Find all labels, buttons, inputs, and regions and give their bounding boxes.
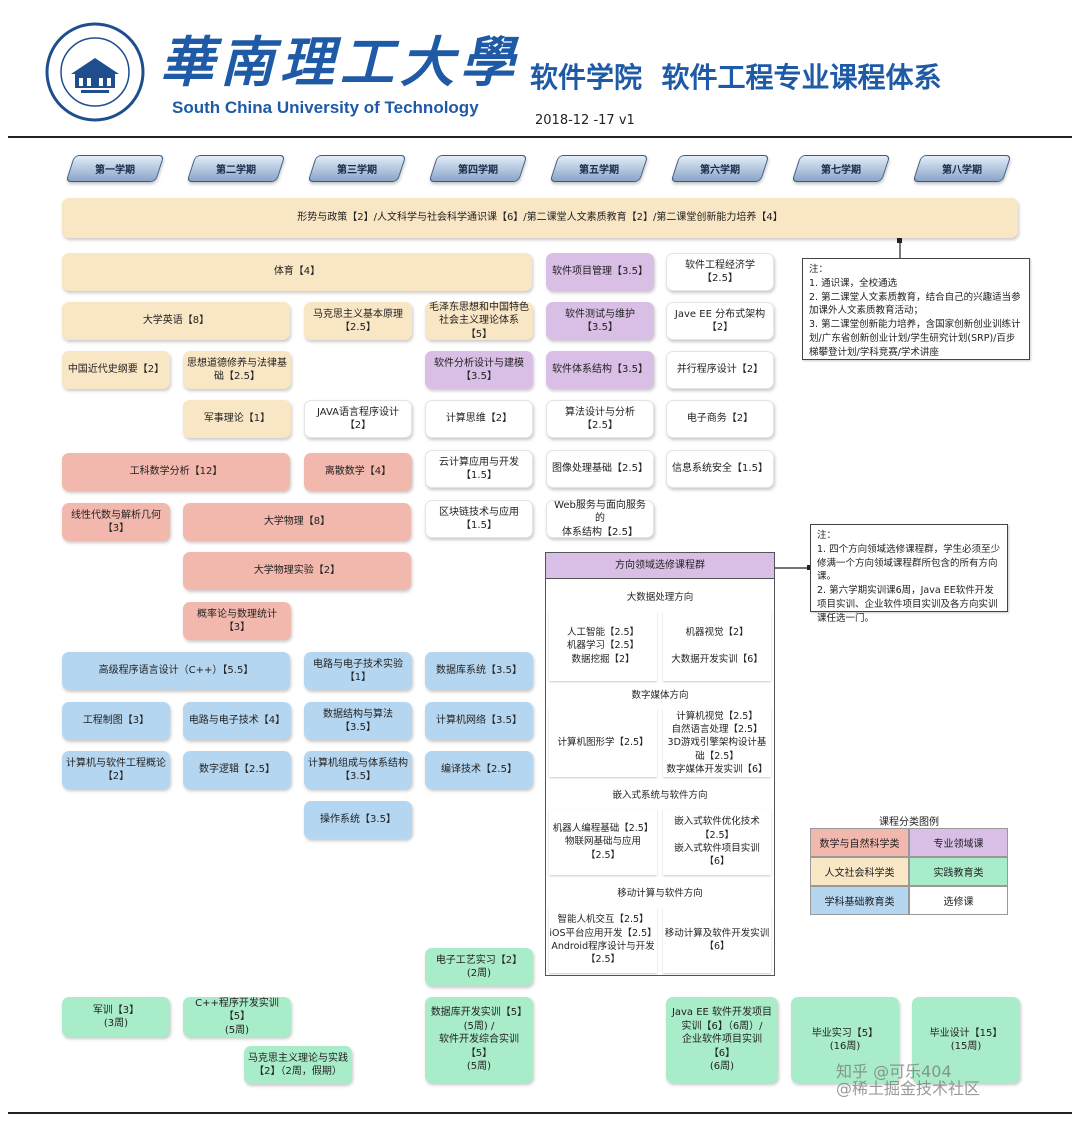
- course-general-education: 形势与政策【2】/人文科学与社会科学通识课【6】/第二课堂人文素质教育【2】/第…: [62, 198, 1018, 238]
- course-database: 数据库系统【3.5】: [425, 652, 533, 690]
- course-probability: 概率论与数理统计【3】: [183, 602, 291, 640]
- watermark: 知乎 @可乐404 @稀土掘金技术社区: [836, 1062, 981, 1098]
- direction-elective-group: 方向领域选修课程群 大数据处理方向 人工智能【2.5】 机器学习【2.5】 数据…: [545, 552, 775, 976]
- direction-media-advanced: 计算机视觉【2.5】 自然语言处理【2.5】 3D游戏引擎架构设计基 础【2.5…: [663, 709, 771, 777]
- course-javaee-training: Java EE 软件开发项目 实训【6】（6周）/ 企业软件项目实训【6】 (6…: [666, 997, 778, 1083]
- direction-mobile-electives: 智能人机交互【2.5】 iOS平台应用开发【2.5】 Android程序设计与开…: [549, 907, 657, 973]
- direction-bigdata-title: 大数据处理方向: [546, 589, 774, 607]
- course-cpp-training: C++程序开发实训【5】 (5周): [183, 997, 291, 1037]
- course-software-testing: 软件测试与维护【3.5】: [546, 302, 654, 340]
- university-name-calligraphy: 華南理工大學: [160, 30, 520, 94]
- course-marxism-practice: 马克思主义理论与实践 【2】（2周，假期）: [244, 1046, 352, 1084]
- version-date: 2018-12 -17 v1: [535, 113, 635, 128]
- course-cloud-computing: 云计算应用与开发 【1.5】: [425, 450, 533, 488]
- legend-major: 专业领域课: [909, 828, 1008, 857]
- course-circuits: 电路与电子技术【4】: [183, 702, 291, 740]
- header-divider: [8, 136, 1072, 138]
- course-marxism: 马克思主义基本原理 【2.5】: [304, 302, 412, 340]
- course-physics-lab: 大学物理实验【2】: [183, 552, 411, 590]
- direction-media-title: 数字媒体方向: [546, 687, 774, 705]
- direction-mobile-advanced: 移动计算及软件开发实训 【6】: [663, 907, 771, 973]
- course-software-design: 软件分析设计与建模 【3.5】: [425, 351, 533, 389]
- legend-elective: 选修课: [909, 886, 1008, 915]
- legend: 课程分类图例 数学与自然科学类 专业领域课 人文社会科学类 实践教育类 学科基础…: [810, 812, 1008, 916]
- direction-media-electives: 计算机图形学【2.5】: [549, 709, 657, 777]
- course-info-security: 信息系统安全【1.5】: [666, 450, 774, 488]
- course-software-economics: 软件工程经济学【2.5】: [666, 253, 774, 291]
- course-compiler: 编译技术【2.5】: [425, 751, 533, 789]
- course-java: JAVA语言程序设计 【2】: [304, 400, 412, 438]
- direction-group-title: 方向领域选修课程群: [546, 553, 774, 579]
- direction-embedded-title: 嵌入式系统与软件方向: [546, 787, 774, 805]
- course-algorithms: 算法设计与分析【2.5】: [546, 400, 654, 438]
- direction-embedded-advanced: 嵌入式软件优化技术 【2.5】 嵌入式软件项目实训 【6】: [663, 809, 771, 875]
- course-thesis: 毕业设计【15】 (15周): [912, 997, 1020, 1083]
- course-db-training: 数据库开发实训【5】 (5周) / 软件开发综合实训【5】 (5周): [425, 997, 533, 1083]
- course-project-management: 软件项目管理【3.5】: [546, 253, 654, 291]
- direction-bigdata-electives: 人工智能【2.5】 机器学习【2.5】 数据挖掘【2】: [549, 611, 657, 681]
- course-modern-history: 中国近代史纲要【2】: [62, 351, 170, 389]
- university-seal: [45, 22, 145, 122]
- course-web-services: Web服务与面向服务的 体系结构【2.5】: [546, 500, 654, 538]
- course-os: 操作系统【3.5】: [304, 801, 412, 839]
- course-concurrent-programming: 并行程序设计【2】: [666, 351, 774, 389]
- direction-embedded-electives: 机器人编程基础【2.5】 物联网基础与应用 【2.5】: [549, 809, 657, 875]
- course-software-architecture: 软件体系结构【3.5】: [546, 351, 654, 389]
- note-general-education: 注： 1. 通识课，全校通选 2. 第二课堂人文素质教育，结合自己的兴趣适当参加…: [802, 258, 1030, 360]
- legend-math-science: 数学与自然科学类: [810, 828, 909, 857]
- course-linear-algebra: 线性代数与解析几何 【3】: [62, 503, 170, 541]
- note-direction-electives: 注： 1. 四个方向领域选修课程群，学生必须至少修满一个方向领域课程群所包含的所…: [810, 524, 1008, 624]
- course-engineering-drawing: 工程制图【3】: [62, 702, 170, 740]
- course-electronics-practice: 电子工艺实习【2】 (2周): [425, 948, 533, 986]
- course-javaee-architecture: Jave EE 分布式架构 【2】: [666, 302, 774, 340]
- course-physics: 大学物理【8】: [183, 503, 411, 541]
- course-mao-theory: 毛泽东思想和中国特色 社会主义理论体系【5】: [425, 302, 533, 340]
- course-data-structures: 数据结构与算法【3.5】: [304, 702, 412, 740]
- course-military-theory: 军事理论【1】: [183, 400, 291, 438]
- course-computational-thinking: 计算思维【2】: [425, 400, 533, 438]
- direction-mobile-title: 移动计算与软件方向: [546, 885, 774, 903]
- legend-foundation: 学科基础教育类: [810, 886, 909, 915]
- course-ecommerce: 电子商务【2】: [666, 400, 774, 438]
- course-computer-architecture: 计算机组成与体系结构 【3.5】: [304, 751, 412, 789]
- seal-icon: [45, 22, 145, 122]
- footer-divider: [8, 1112, 1072, 1114]
- course-pe: 体育【4】: [62, 253, 532, 291]
- course-networks: 计算机网络【3.5】: [425, 702, 533, 740]
- course-blockchain: 区块链技术与应用 【1.5】: [425, 500, 533, 538]
- course-discrete-math: 离散数学【4】: [304, 453, 412, 491]
- course-military-training: 军训【3】 (3周): [62, 997, 170, 1037]
- course-english: 大学英语【8】: [62, 302, 290, 340]
- course-circuit-lab: 电路与电子技术实验 【1】: [304, 652, 412, 690]
- course-image-processing: 图像处理基础【2.5】: [546, 450, 654, 488]
- course-ethics-law: 思想道德修养与法律基 础【2.5】: [183, 351, 291, 389]
- legend-practice: 实践教育类: [909, 857, 1008, 886]
- university-name-english: South China University of Technology: [172, 98, 479, 117]
- course-internship: 毕业实习【5】 (16周): [791, 997, 899, 1083]
- course-digital-logic: 数字逻辑【2.5】: [183, 751, 291, 789]
- course-intro-cs-se: 计算机与软件工程概论 【2】: [62, 751, 170, 789]
- course-calculus: 工科数学分析【12】: [62, 453, 290, 491]
- legend-humanities: 人文社会科学类: [810, 857, 909, 886]
- page-title: 软件学院 软件工程专业课程体系: [530, 61, 942, 94]
- course-cpp: 高级程序语言设计（C++）【5.5】: [62, 652, 290, 690]
- legend-title: 课程分类图例: [879, 816, 939, 828]
- direction-bigdata-advanced: 机器视觉【2】 大数据开发实训【6】: [663, 611, 771, 681]
